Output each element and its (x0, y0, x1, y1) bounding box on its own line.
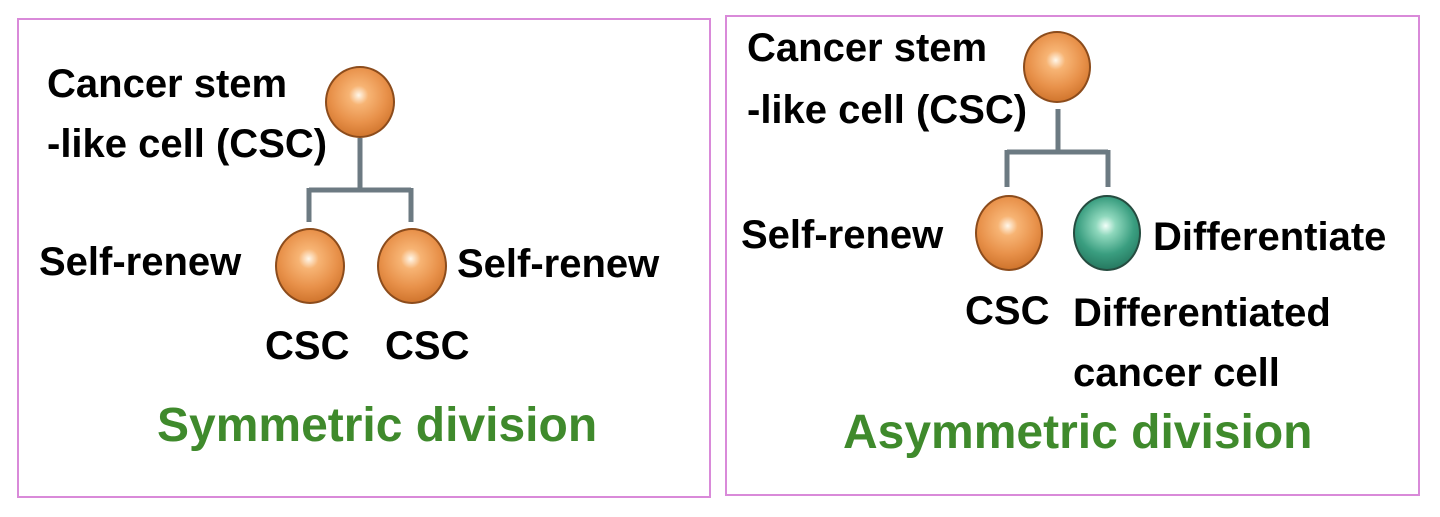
asymmetric-parent-label-line1: Cancer stem (747, 26, 988, 70)
symmetric-right-csc-label: CSC (385, 324, 470, 368)
asymmetric-differentiated-label-line2: cancer cell (1073, 351, 1280, 395)
symmetric-left-csc-label: CSC (265, 324, 350, 368)
asymmetric-parent-label-line2: -like cell (CSC) (747, 88, 1028, 132)
asymmetric-lineage-connector (1004, 109, 1111, 187)
asymmetric-differentiated-cell (1073, 195, 1141, 271)
symmetric-right-action-label: Self-renew (457, 242, 660, 286)
symmetric-division-panel: Cancer stem -like cell (CSC) Self-renew … (17, 18, 711, 498)
asymmetric-division-panel: Cancer stem -like cell (CSC) Self-renew … (725, 15, 1420, 496)
asymmetric-parent-csc-cell (1023, 31, 1091, 103)
asymmetric-left-action-label: Self-renew (741, 213, 944, 257)
symmetric-parent-label-line1: Cancer stem (47, 62, 288, 106)
symmetric-division-title: Symmetric division (157, 399, 598, 452)
asymmetric-differentiated-label-line1: Differentiated (1073, 291, 1331, 335)
asymmetric-csc-cell (975, 195, 1043, 271)
symmetric-right-csc-cell (377, 228, 447, 304)
asymmetric-csc-label: CSC (965, 289, 1050, 333)
asymmetric-right-action-label: Differentiate (1153, 215, 1387, 259)
symmetric-lineage-connector (306, 138, 414, 222)
symmetric-parent-label-line2: -like cell (CSC) (47, 122, 328, 166)
symmetric-left-csc-cell (275, 228, 345, 304)
asymmetric-division-title: Asymmetric division (843, 406, 1313, 459)
symmetric-left-action-label: Self-renew (39, 240, 242, 284)
symmetric-parent-csc-cell (325, 66, 395, 138)
